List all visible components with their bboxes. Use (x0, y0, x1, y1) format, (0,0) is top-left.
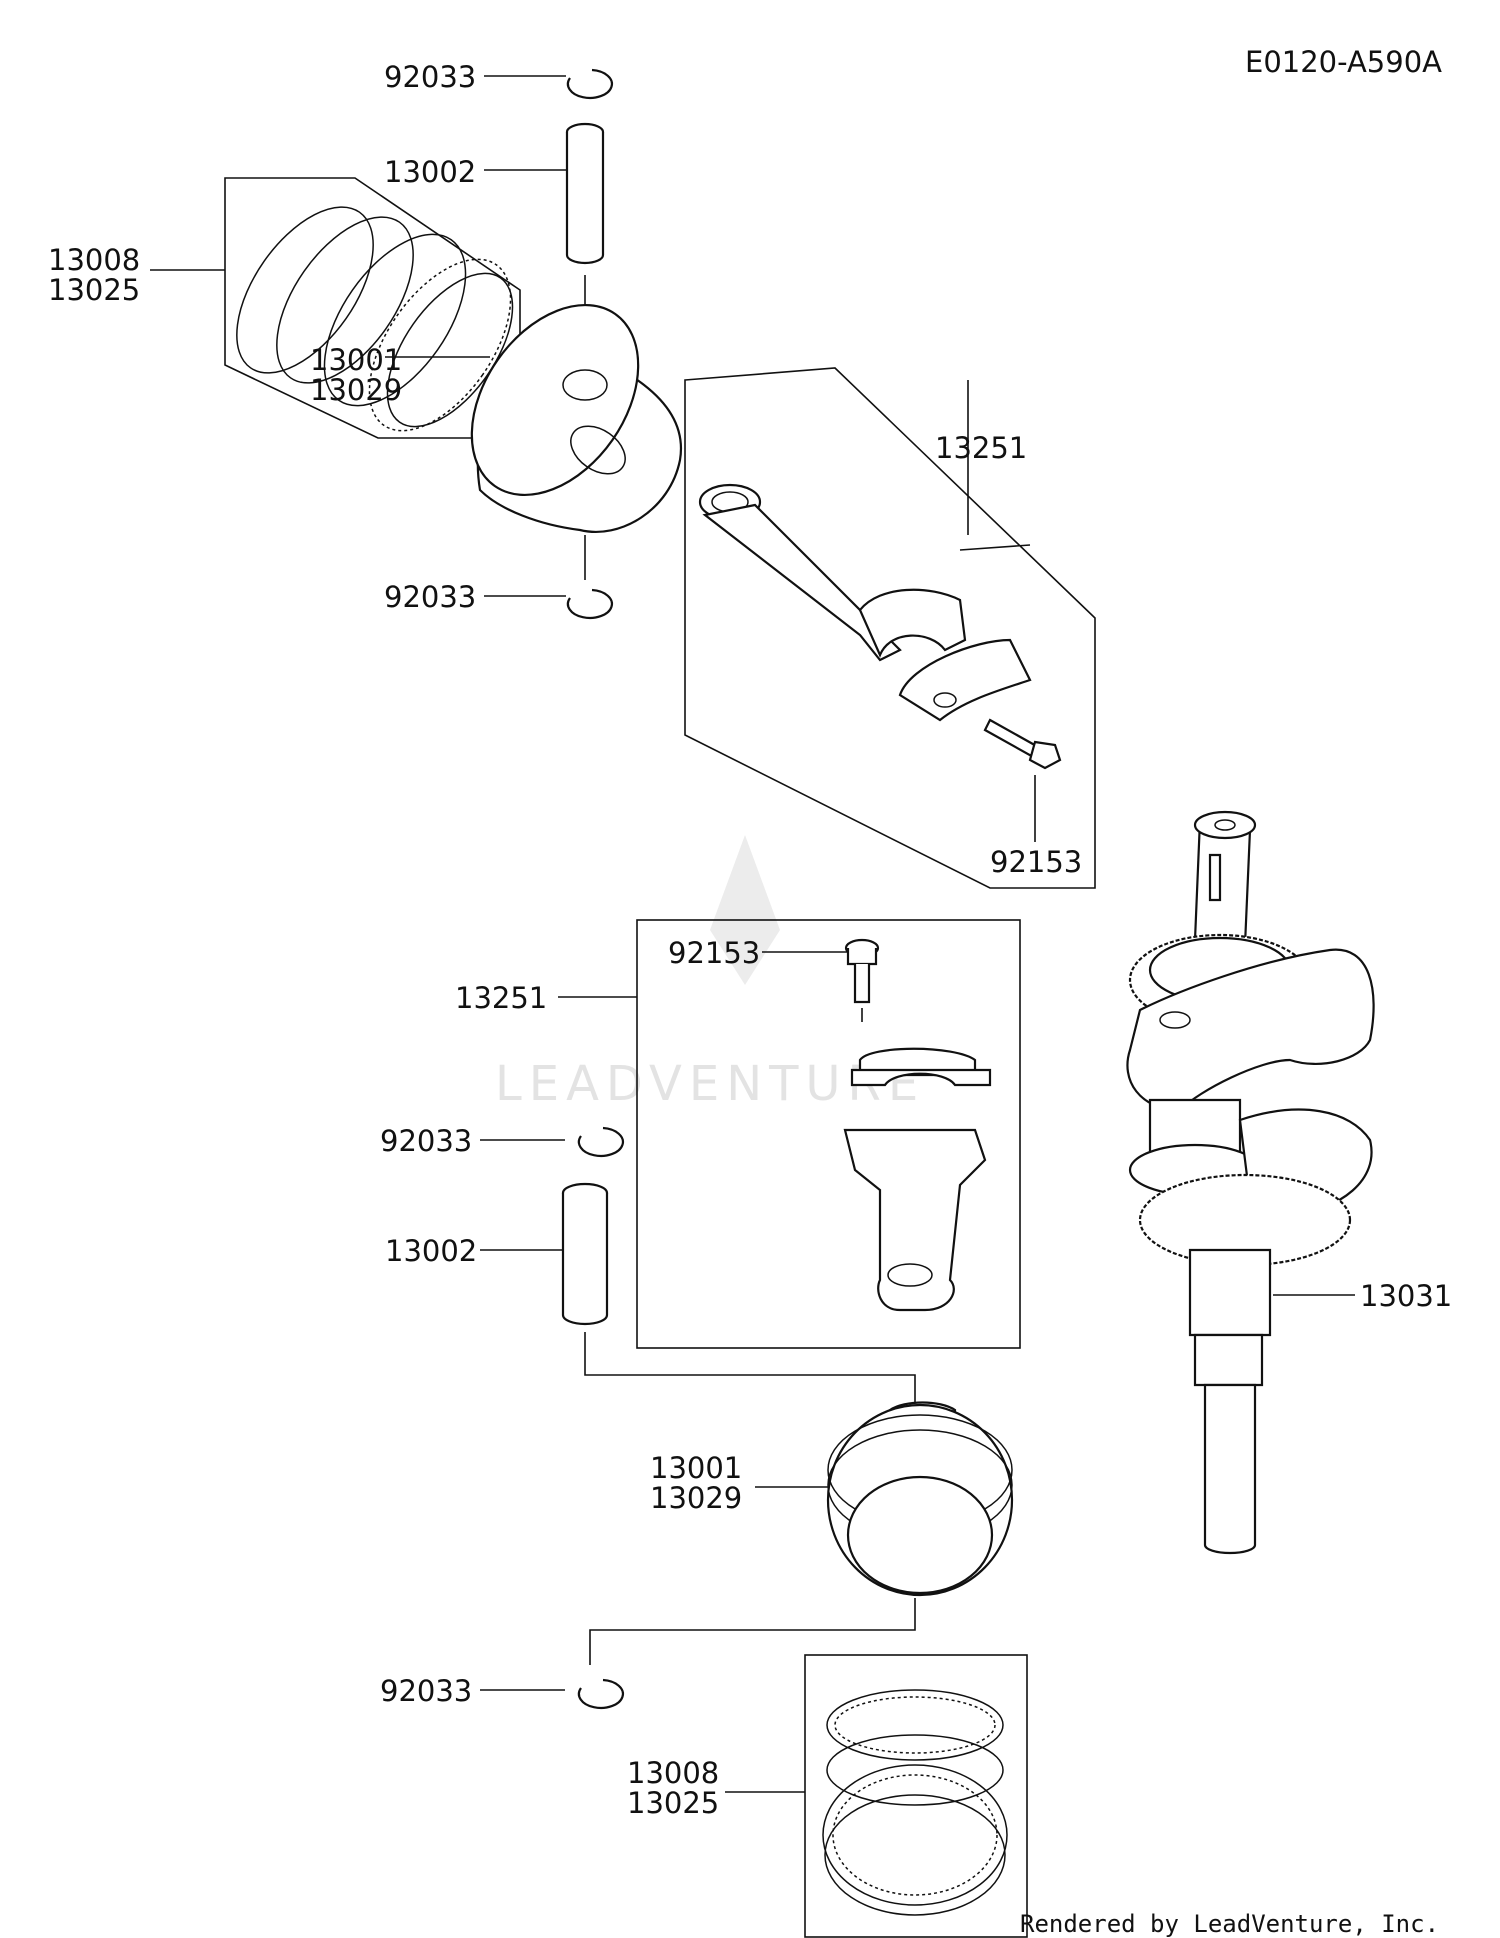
callout-label: 13002 (385, 1234, 477, 1268)
piston-rings-bottom[interactable]: 13008 13025 (627, 1654, 1028, 1938)
piston-bottom[interactable]: 13001 13029 (650, 1401, 1014, 1597)
callout-label: 92033 (380, 1124, 472, 1158)
watermark-text: LEADVENTURE (495, 1056, 925, 1112)
piston-pin-bottom[interactable]: 13002 (385, 1182, 609, 1326)
callout-label: 92033 (384, 60, 476, 94)
circlip-bottom-upper[interactable]: 92033 (380, 1124, 624, 1158)
piston-rings-top[interactable]: 13008 13025 (48, 177, 539, 455)
connecting-rod-top[interactable]: 13251 (684, 367, 1096, 889)
watermark: LEADVENTURE (495, 835, 925, 1112)
piston-top[interactable]: 13001 13029 (310, 274, 683, 580)
rod-bolt-bottom[interactable]: 92153 (668, 936, 880, 1022)
callout-label: 13001 (650, 1451, 742, 1485)
callout-label: 13029 (650, 1481, 742, 1515)
callout-label: 13008 (48, 243, 140, 277)
callout-label: 13025 (627, 1786, 719, 1820)
circlip-top-upper[interactable]: 92033 (384, 60, 613, 99)
callout-label: 13031 (1360, 1279, 1452, 1313)
callout-label: 92153 (990, 845, 1082, 879)
callout-label: 92033 (380, 1674, 472, 1708)
rod-bolt-top[interactable]: 92153 (983, 718, 1082, 879)
connecting-rod-bottom[interactable]: 13251 (455, 919, 1021, 1349)
circlip-top-lower[interactable]: 92033 (384, 580, 613, 619)
callout-label: 92153 (668, 936, 760, 970)
callout-label: 13029 (310, 373, 402, 407)
callout-label: 13008 (627, 1756, 719, 1790)
callout-label: 13001 (310, 343, 402, 377)
callout-label: 13002 (384, 155, 476, 189)
callout-label: 92033 (384, 580, 476, 614)
watermark-logo (710, 835, 780, 985)
callout-label: 13251 (935, 431, 1027, 465)
leader-pin-to-piston (584, 1332, 916, 1410)
callout-label: 13251 (455, 981, 547, 1015)
circlip-bottom-lower[interactable]: 92033 (380, 1674, 624, 1709)
footer-credit: Rendered by LeadVenture, Inc. (1020, 1910, 1439, 1938)
leader-piston-to-circlip (589, 1598, 916, 1665)
diagram-code: E0120-A590A (1245, 45, 1442, 79)
callout-label: 13025 (48, 273, 140, 307)
crankshaft[interactable]: 13031 (1126, 810, 1452, 1555)
